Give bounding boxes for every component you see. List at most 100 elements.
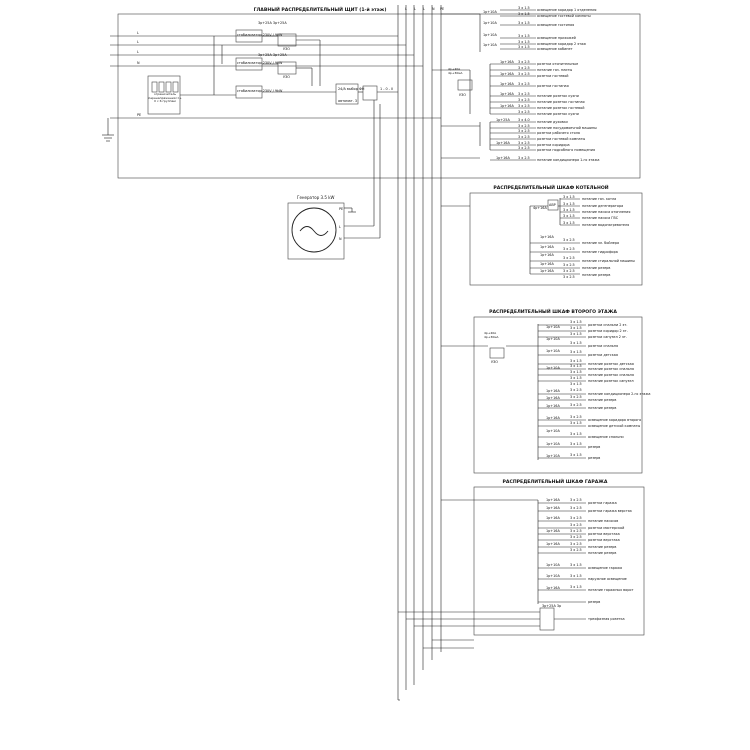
boiler-breaker-4: 1р+16А [540,262,554,266]
second-floor-load-b4: освещение коридора второго [588,418,641,422]
boiler-cable-2: 3 x 2.5 [563,247,575,251]
group2-cable-7: 3 x 2.5 [518,104,530,108]
garage-load-2: розетки гаража верстак [588,509,632,513]
garage-breaker-1: 1р+16А [546,498,560,502]
generator-terminal-l: L [339,225,341,229]
group1-breaker-2: 1р+10А [483,21,497,25]
boiler-avr [547,199,559,211]
group1-breaker-4: 1р+10А [483,43,497,47]
group3-load-6: розетки подсобного помещения [537,148,595,152]
group3-load-1: питание духовки [537,120,568,124]
boiler-cable-5: 3 x 2.5 [563,269,575,273]
group3-load-4: розетки гостевой комнаты [537,137,586,141]
group1-cable-3: 3 x 1.5 [518,21,530,25]
boiler-top-branches [560,198,580,226]
garage-cable-5: 3 x 2.5 [570,529,582,533]
main-board-title: ГЛАВНЫЙ РАСПРЕДЕЛИТЕЛЬНЫЙ ЩИТ (1-й этаж) [254,5,387,13]
second-floor-breaker-a3: 1р+10А [546,349,560,353]
group3-breaker-2: 1р+16А [496,141,510,145]
group1-load-5: освещение коридор 2 этаж [537,42,586,46]
garage-cable-4: 3 x 2.5 [570,523,582,527]
main-board-wiring [180,35,398,96]
second-floor-breaker-a1: 1р+10А [546,325,560,329]
garage-load-11: питание гаражных ворот [588,588,633,592]
second-floor-cable-b2: 3 x 2.5 [570,395,582,399]
second-floor-load-b8: резерв [588,456,600,460]
group2-cable-1: 3 x 2.5 [518,60,530,64]
garage-branches [538,502,586,603]
second-floor-load-a2: розетки коридор 2 эт. [588,329,628,333]
group2-load-6: питание розеток гостиная [537,100,585,104]
incoming-feed-lines [102,35,441,142]
garage-title: РАСПРЕДЕЛИТЕЛЬНЫЙ ШКАФ ГАРАЖА [503,477,608,485]
boiler-load-5: питание резерв [582,273,610,277]
boiler-load-3: питание стиральной машины [582,259,635,263]
surge-protector-label: ограничитель перенапряжения I I+ II с 6 … [148,93,182,104]
second-floor-main-breaker: 4р+40А 4р+30мА [484,332,499,339]
group3-cable-1: 3 x 4.0 [518,118,530,122]
bus-label-pe: PE [440,7,444,11]
group3-branches [489,121,536,151]
group4-cable: 3 x 2.5 [518,156,530,160]
second-floor-cable-a1: 3 x 1.5 [570,320,582,324]
group2-cable-8: 3 x 2.5 [518,110,530,114]
group2-cable-4: 3 x 2.5 [518,82,530,86]
generator-terminal-n: N [339,237,342,241]
garage-cable-6: 3 x 2.5 [570,535,582,539]
second-floor-load-a4: розетки спальня [588,344,618,348]
main-board-frame [117,13,641,179]
garage-breaker-8: 1р+16А [546,586,560,590]
second-floor-load-a5: розетки детская [588,353,618,357]
group3-load-3: розетки рабочего стола [537,131,580,135]
boiler-top-cable-4: 3 x 1.5 [563,214,575,218]
garage-cable-2: 3 x 2.5 [570,506,582,510]
group2-load-7: питание розеток гостевой [537,106,584,110]
second-floor-load-b6: освещение спальни [588,435,624,439]
second-floor-cable-b6: 3 x 1.5 [570,432,582,436]
garage-breaker-6: 1р+10А [546,563,560,567]
generator-frame [287,202,345,260]
group2-cable-3: 3 x 2.5 [518,72,530,76]
stabilizer-3-label: стабилизатор 230V / 9kW [237,89,283,93]
group2-load-2: питание газ. плиты [537,68,572,72]
boiler-load-2: питание гидрофора [582,250,618,254]
garage-three-phase-breaker [539,607,555,631]
group1-load-2: освещение гостевой комнаты [537,14,591,18]
boiler-board-title: РАСПРЕДЕЛИТЕЛЬНЫЙ ШКАФ КОТЕЛЬНОЙ [493,183,608,191]
input-label-l3: L [137,50,139,54]
second-floor-breaker-a4: 1р+10А [546,366,560,370]
boiler-cable-6: 3 x 2.5 [563,275,575,279]
group2-cable-5: 3 x 2.5 [518,92,530,96]
input-label-l2: L [137,40,139,44]
group2-main-breaker: 4р+40А 4р+30мА [448,68,463,75]
second-floor-cable-a8: 3 x 1.5 [570,370,582,374]
ats-switch-label: 1 - 0 - II [380,87,393,91]
generator-terminal-pe: PE [339,207,343,211]
second-floor-load-b7: резерв [588,445,600,449]
garage-three-phase-wiring [398,611,586,627]
garage-load-9: освещение гаража [588,566,622,570]
group2-load-3: розетки гостевой [537,74,568,78]
group2-breaker-3: 1р+16А [500,82,514,86]
garage-breaker-7: 1р+10А [546,574,560,578]
second-floor-uzo [489,347,505,359]
group3-breaker-1: 1р+25А [496,118,510,122]
boiler-top-cable-5: 3 x 1.5 [563,221,575,225]
group3-cable-6: 3 x 2.5 [518,146,530,150]
group3-cable-4: 3 x 2.5 [518,135,530,139]
input-label-pe: PE [137,113,141,117]
boiler-cable-3: 3 x 2.5 [563,256,575,260]
boiler-top-cable-2: 3 x 1.5 [563,202,575,206]
group3-cable-5: 3 x 2.5 [518,141,530,145]
group2-breaker-1: 1р+16А [500,60,514,64]
garage-final-breaker: 3р+25А 3р [542,604,561,608]
ats-box [335,83,359,105]
garage-breaker-2: 1р+16А [546,506,560,510]
group1-cable-4: 3 x 1.5 [518,34,530,38]
group1-load-1: освещение коридор 1 отделения [537,8,596,12]
group2-uzo-label: УЗО [459,93,466,97]
second-floor-uzo-label: УЗО [491,360,498,364]
garage-load-5: розетки верстака [588,532,620,536]
second-floor-load-a6: питание розеток детская [588,362,634,366]
second-floor-cable-a9: 3 x 1.5 [570,376,582,380]
